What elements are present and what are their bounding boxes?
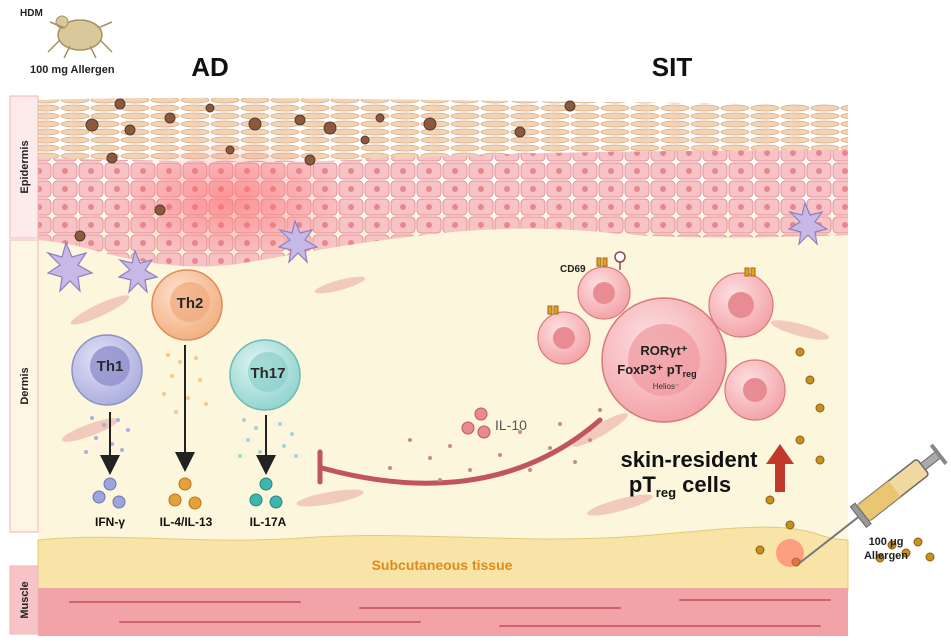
th17-secretion-dots — [238, 418, 298, 458]
hdm-label: HDM — [20, 8, 43, 19]
increase-arrow-icon — [766, 444, 794, 492]
th17-label: Th17 — [250, 365, 285, 382]
treg-foxp3-text: FoxP3⁺ pT — [617, 362, 682, 377]
treg-marker-rorgt: RORγt⁺ — [640, 343, 687, 358]
il10-dots — [388, 408, 602, 482]
sit-title: SIT — [652, 52, 693, 82]
epidermis-label-box — [9, 95, 39, 239]
th2-secretion-dots — [162, 353, 208, 414]
hdm-dose-label: 100 mg Allergen — [30, 64, 115, 76]
inhibition-arc — [319, 417, 603, 486]
sit-allergen-particles — [755, 347, 935, 567]
inflammation-glow — [110, 140, 350, 260]
muscle-layer — [38, 588, 848, 636]
il10-label: IL-10 — [495, 417, 527, 433]
th1-label: Th1 — [97, 358, 124, 375]
dermis-label: Dermis — [19, 367, 31, 404]
treg-main-cell — [601, 297, 727, 423]
layer-labels: Epidermis Dermis Muscle — [9, 95, 39, 635]
ptreg-sub: reg — [656, 485, 676, 500]
epidermis-label: Epidermis — [19, 140, 31, 193]
dermis-label-box — [9, 239, 39, 533]
ptreg-cells-label: pTreg cells — [629, 472, 731, 500]
sit-dose-label: 100 μg — [869, 536, 904, 548]
treg-satellite-cells — [537, 266, 786, 421]
allergen-particles — [74, 98, 576, 242]
cd69-label: CD69 — [560, 264, 586, 275]
syringe-icon — [797, 443, 948, 565]
il4-label: IL-4/IL-13 — [160, 515, 213, 529]
muscle-label-box — [9, 565, 39, 635]
th2-cell: Th2 — [151, 269, 223, 341]
ad-title: AD — [191, 52, 229, 82]
th17-cell: Th17 — [229, 339, 301, 411]
il10-molecules — [461, 407, 491, 439]
muscle-fibers — [69, 599, 831, 627]
skin-resident-label: skin-resident — [621, 447, 759, 472]
ptreg-text: pT — [629, 472, 656, 497]
injection-site-glow — [776, 539, 804, 567]
subcutaneous-label: Subcutaneous tissue — [372, 557, 513, 573]
fibroblasts — [61, 276, 830, 516]
tissue-layers — [37, 97, 849, 636]
treg-foxp3-sub: reg — [683, 369, 697, 379]
treg-marker-helios: Helios⁻ — [653, 382, 679, 391]
il17-label: IL-17A — [250, 515, 287, 529]
dendritic-cells — [45, 201, 829, 294]
ifn-molecules — [92, 477, 126, 509]
il4-molecules — [168, 477, 202, 510]
tcr-receptor-icon — [614, 251, 626, 270]
subcutaneous-layer — [37, 526, 849, 591]
th1-cell: Th1 — [71, 334, 143, 406]
treg-marker-foxp3: FoxP3⁺ pTreg — [617, 362, 696, 379]
ptreg-cells-text: cells — [676, 472, 731, 497]
il17-molecules — [249, 477, 283, 509]
cd69-receptors — [547, 257, 756, 315]
th2-label: Th2 — [177, 295, 204, 312]
ifn-label: IFN-γ — [95, 515, 125, 529]
sit-allergen-label: Allergen — [864, 550, 908, 562]
muscle-label: Muscle — [19, 581, 31, 618]
hdm-mite-icon — [47, 15, 113, 59]
